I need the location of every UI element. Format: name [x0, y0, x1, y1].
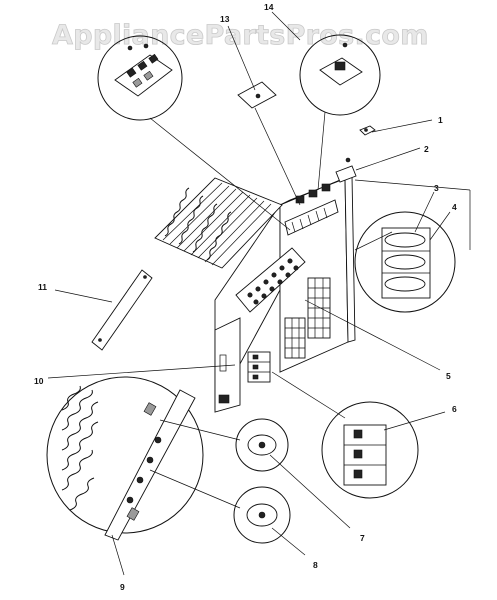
- heater-coil: [61, 389, 93, 431]
- heater-coil: [164, 187, 190, 237]
- fuse-block-stack: [284, 277, 331, 359]
- callout-6: 6: [452, 404, 457, 414]
- callout-10: 10: [34, 376, 44, 386]
- lower-terminal-block: [247, 351, 271, 383]
- sequencer-14: [319, 57, 363, 86]
- screw: [345, 157, 351, 163]
- terminal-block-6: [343, 424, 387, 486]
- cabinet-slot: [219, 354, 227, 372]
- callout-9: 9: [120, 582, 125, 592]
- detail-circle: [233, 486, 291, 544]
- detail-circle: [97, 35, 183, 121]
- terminal-strip-body: [284, 199, 339, 236]
- heater-coil: [69, 477, 95, 511]
- part-13-bracket: [237, 81, 277, 109]
- detail-part-14: [299, 34, 381, 116]
- heater-coil: [61, 385, 81, 411]
- detail-relay-bank: [97, 35, 183, 121]
- heater-tray-frame: [154, 177, 283, 269]
- bracket: [335, 165, 357, 183]
- callout-14: 14: [264, 2, 274, 12]
- top-terminal-strip: [284, 183, 339, 236]
- lower-terminal-body: [247, 351, 271, 383]
- part-2-bracket: [335, 157, 357, 183]
- mounting-strip: [91, 269, 153, 351]
- fuse-cartridge: [384, 276, 426, 292]
- control-plate-panel: [235, 247, 306, 313]
- callout-4: 4: [452, 202, 457, 212]
- cabinet-knockout: [218, 394, 230, 404]
- callout-7: 7: [360, 533, 365, 543]
- heater-element-tray: [154, 177, 283, 269]
- callout-13: 13: [220, 14, 230, 24]
- relay-block: [321, 183, 331, 192]
- leader-lines: [47, 11, 471, 576]
- callout-8: 8: [313, 560, 318, 570]
- element-plate: [104, 389, 196, 541]
- callout-labels: 1 2 3 4 5 6 7 8 9 10 11 13 14: [34, 2, 457, 592]
- heater-coil: [206, 211, 232, 261]
- heater-coil: [192, 203, 218, 253]
- fuse-cartridge: [384, 254, 426, 270]
- detail-fuse-holder: [354, 211, 456, 313]
- relay-block: [295, 195, 305, 204]
- heater-coil: [61, 421, 99, 471]
- callout-3: 3: [434, 183, 439, 193]
- callout-1: 1: [438, 115, 443, 125]
- callout-11: 11: [38, 282, 47, 292]
- relay-block: [308, 189, 318, 198]
- detail-terminal-block: [321, 401, 419, 499]
- cabinet-lower-box: [214, 317, 241, 413]
- detail-limit-switch-8: [233, 486, 291, 544]
- watermark-text: AppliancePartsPros.com: [52, 20, 429, 51]
- detail-thermostat-7: [235, 418, 289, 472]
- detail-circle: [299, 34, 381, 116]
- heater-coil: [61, 401, 99, 451]
- detail-circle: [321, 401, 419, 499]
- part-11-mounting-strip: [91, 269, 153, 351]
- part-1-clip: [359, 125, 376, 136]
- callout-2: 2: [424, 144, 429, 154]
- relay-bank: [114, 54, 173, 97]
- detail-circle: [354, 211, 456, 313]
- control-plate: [235, 247, 306, 313]
- detail-circle: [46, 376, 204, 534]
- detail-heater-element-9: [46, 376, 204, 541]
- heater-coil: [61, 449, 93, 491]
- heater-coil: [178, 195, 204, 245]
- callout-5: 5: [446, 371, 451, 381]
- detail-circle: [235, 418, 289, 472]
- fuse-cartridge: [384, 232, 426, 248]
